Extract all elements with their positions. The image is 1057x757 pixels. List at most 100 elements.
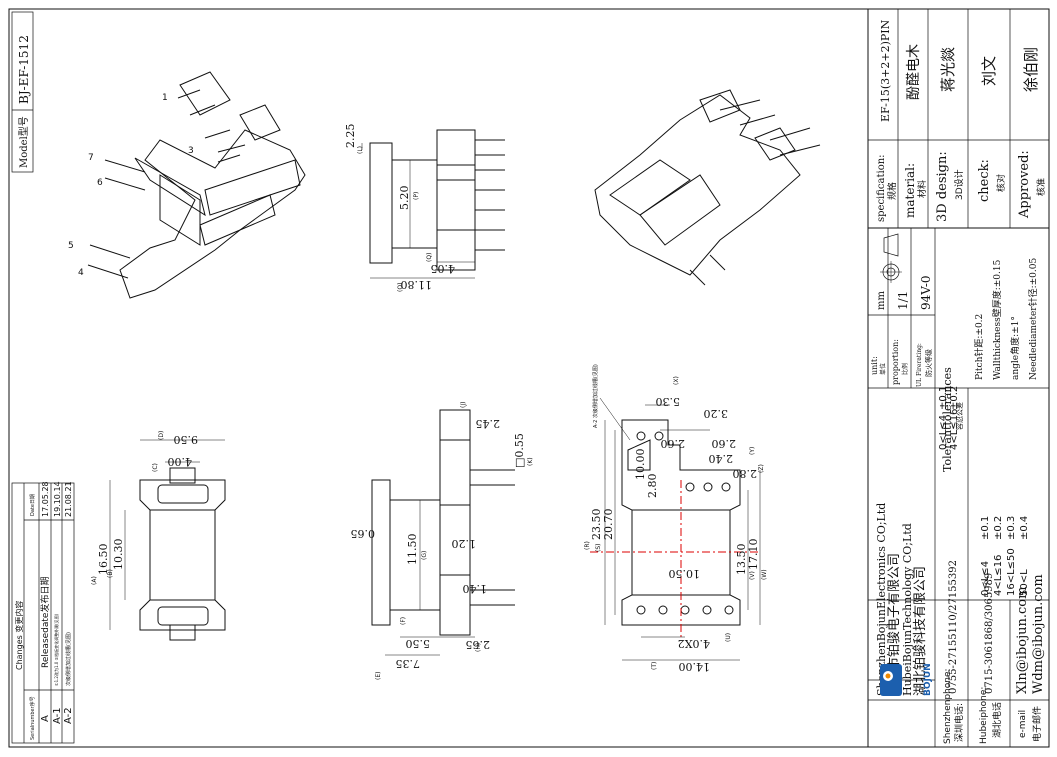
material-label-cn: 材料 [916, 180, 928, 198]
dim-1-20: 1.20 [452, 537, 477, 550]
tol-value-1b: ±0.2 [993, 516, 1004, 540]
tol-value-3: ±0.4 [1019, 516, 1030, 540]
ref-Z: (Z) [758, 464, 765, 473]
dim-23-50: 23.50 [590, 509, 603, 541]
ref-V: (V) [749, 571, 756, 580]
dim-3-20: 3.20 [704, 407, 729, 420]
ref-O: (O) [397, 283, 404, 292]
dim-sq-0-55: □0.55 [513, 433, 526, 468]
pin-label-4: 4 [78, 268, 84, 278]
isometric-view-2 [594, 89, 821, 286]
ref-E: (E) [375, 672, 382, 680]
company-block: ShenzhenBojunElectronics CO;Ltd 深圳市铂骏电子有… [868, 503, 1049, 747]
dim-11-50: 11.50 [406, 534, 419, 566]
ref-H: (H) [475, 643, 482, 652]
dim-11-80: 11.80 [401, 278, 433, 291]
tol-value-2: ±0.3 [1006, 516, 1017, 540]
dim-2-80a: 2.80 [733, 467, 758, 480]
dim-9-50: 9.50 [174, 433, 199, 446]
sz-phone-label-en: Shenzhenphone: [943, 668, 953, 744]
dim-20-70: 20.70 [602, 509, 615, 541]
dim-16-50: 16.50 [97, 544, 110, 576]
design-label-cn: 3D设计 [953, 169, 965, 200]
pin-label-6: 6 [97, 178, 103, 188]
email-label-cn: 电子邮件 [1031, 706, 1043, 742]
unit-value: mm [876, 291, 887, 310]
dim-17-10: 17.10 [747, 539, 760, 571]
dim-10-30: 10.30 [112, 539, 125, 571]
part-title: EF-15(3+2+2)PIN [879, 19, 892, 122]
pitch-tolerance: Pitch针距:±0.2 [973, 314, 985, 380]
dim-4-05: 4.05 [431, 262, 456, 275]
dim-2-40: 2.40 [709, 452, 734, 465]
dim-2-80b: 2.80 [646, 474, 659, 499]
title-block: EF-15(3+2+2)PIN specification: 规格 materi… [868, 9, 1049, 229]
ref-G: (G) [421, 551, 428, 560]
pin-label-1: 1 [162, 93, 168, 103]
dim-4x2: 4.0X2 [678, 637, 710, 650]
proportion-label-en: proportion: [891, 339, 900, 385]
change-serial-1: A-1 [52, 707, 63, 724]
dim-2-60b: 2.60 [712, 437, 737, 450]
ref-T: (T) [651, 662, 658, 670]
sz-phone-label-cn: 深圳电话: [953, 703, 965, 742]
ref-U: (U) [725, 633, 732, 642]
ref-L: (L) [357, 146, 364, 154]
dim-5-20: 5.20 [398, 186, 411, 211]
ref-Y: (Y) [749, 447, 756, 455]
dim-7-35: 7.35 [396, 657, 421, 670]
change-serial-2: A-2 [63, 707, 74, 724]
pin-label-7: 7 [88, 153, 94, 163]
top-view-dims [109, 439, 225, 630]
hb-phone-label-en: Hubeiphone: [979, 687, 989, 744]
dim-14-00: 14.00 [679, 660, 711, 673]
design-value: 蒋光燚 [939, 47, 957, 92]
hb-phone: 0715-3061868/3065989 [984, 573, 995, 694]
changes-table: Changes 变更内容 Serialnumber序号 Date日期 A Rel… [11, 481, 75, 744]
change-date-2: 21.08.21 [64, 481, 73, 517]
tolerance-title-cn: 容忍公差 [955, 402, 964, 430]
ref-B: (B) [107, 569, 114, 578]
drawing-frame [8, 8, 1050, 748]
dim-13-50: 13.50 [735, 544, 748, 576]
fire-value: 94V-0 [919, 275, 933, 310]
ref-R: (R) [584, 541, 591, 550]
spec-label-cn: 规格 [886, 182, 898, 200]
unit-label-en: unit: [870, 356, 879, 375]
material-value: 酚醛电木 [906, 44, 922, 100]
front-view-dims [385, 500, 475, 656]
ref-X: (X) [673, 376, 680, 385]
ref-W: (W) [761, 569, 768, 580]
dim-2-25: 2.25 [344, 124, 357, 149]
company-hb-en: HubeiBojunTechnology CO;Ltd [901, 523, 914, 696]
ref-K: (K) [527, 457, 534, 466]
isometric-view-1 [87, 71, 306, 299]
dim-10-50: 10.50 [669, 567, 701, 580]
dim-1-40: 1.40 [463, 582, 488, 595]
approved-label-en: Approved: [1017, 150, 1032, 219]
tol-value-0b: ±0.1 [980, 516, 991, 540]
side-view-dims [361, 143, 475, 279]
approved-value: 徐伯刚 [1022, 47, 1040, 92]
dim-10-00: 10.00 [634, 449, 647, 481]
needle-tolerance: Needlediameter针径:±0.05 [1027, 258, 1039, 380]
model-label: Model型号 [17, 116, 30, 168]
wall-tolerance: Wallthickness壁厚度:±0.15 [991, 259, 1003, 380]
company-sz-cn: 深圳市铂骏电子有限公司 [886, 553, 902, 696]
proportion-label-cn: 比例 [901, 363, 909, 375]
email-1: Xln@ibojun.com [1015, 587, 1030, 694]
projection-symbol [880, 233, 902, 283]
dim-5-50: 5.50 [406, 637, 431, 650]
change-content-2: 次级侧增加过线槽(见图) [65, 632, 72, 686]
check-label-cn: 核对 [995, 174, 1007, 192]
note-a2: A-2 次级侧增加过线槽(见图) [592, 364, 599, 428]
check-value: 刘文 [980, 56, 998, 86]
tol-range-1b: 4<L≤16 [993, 555, 1004, 596]
tol-range-3: 50<L [1019, 569, 1030, 596]
ref-F: (F) [400, 617, 407, 625]
tol-range-1: 4<L≤16 [949, 409, 960, 450]
dim-4-00: 4.00 [168, 455, 193, 468]
date-header: Date日期 [30, 494, 36, 516]
change-date-0: 17.05.28 [41, 481, 50, 517]
